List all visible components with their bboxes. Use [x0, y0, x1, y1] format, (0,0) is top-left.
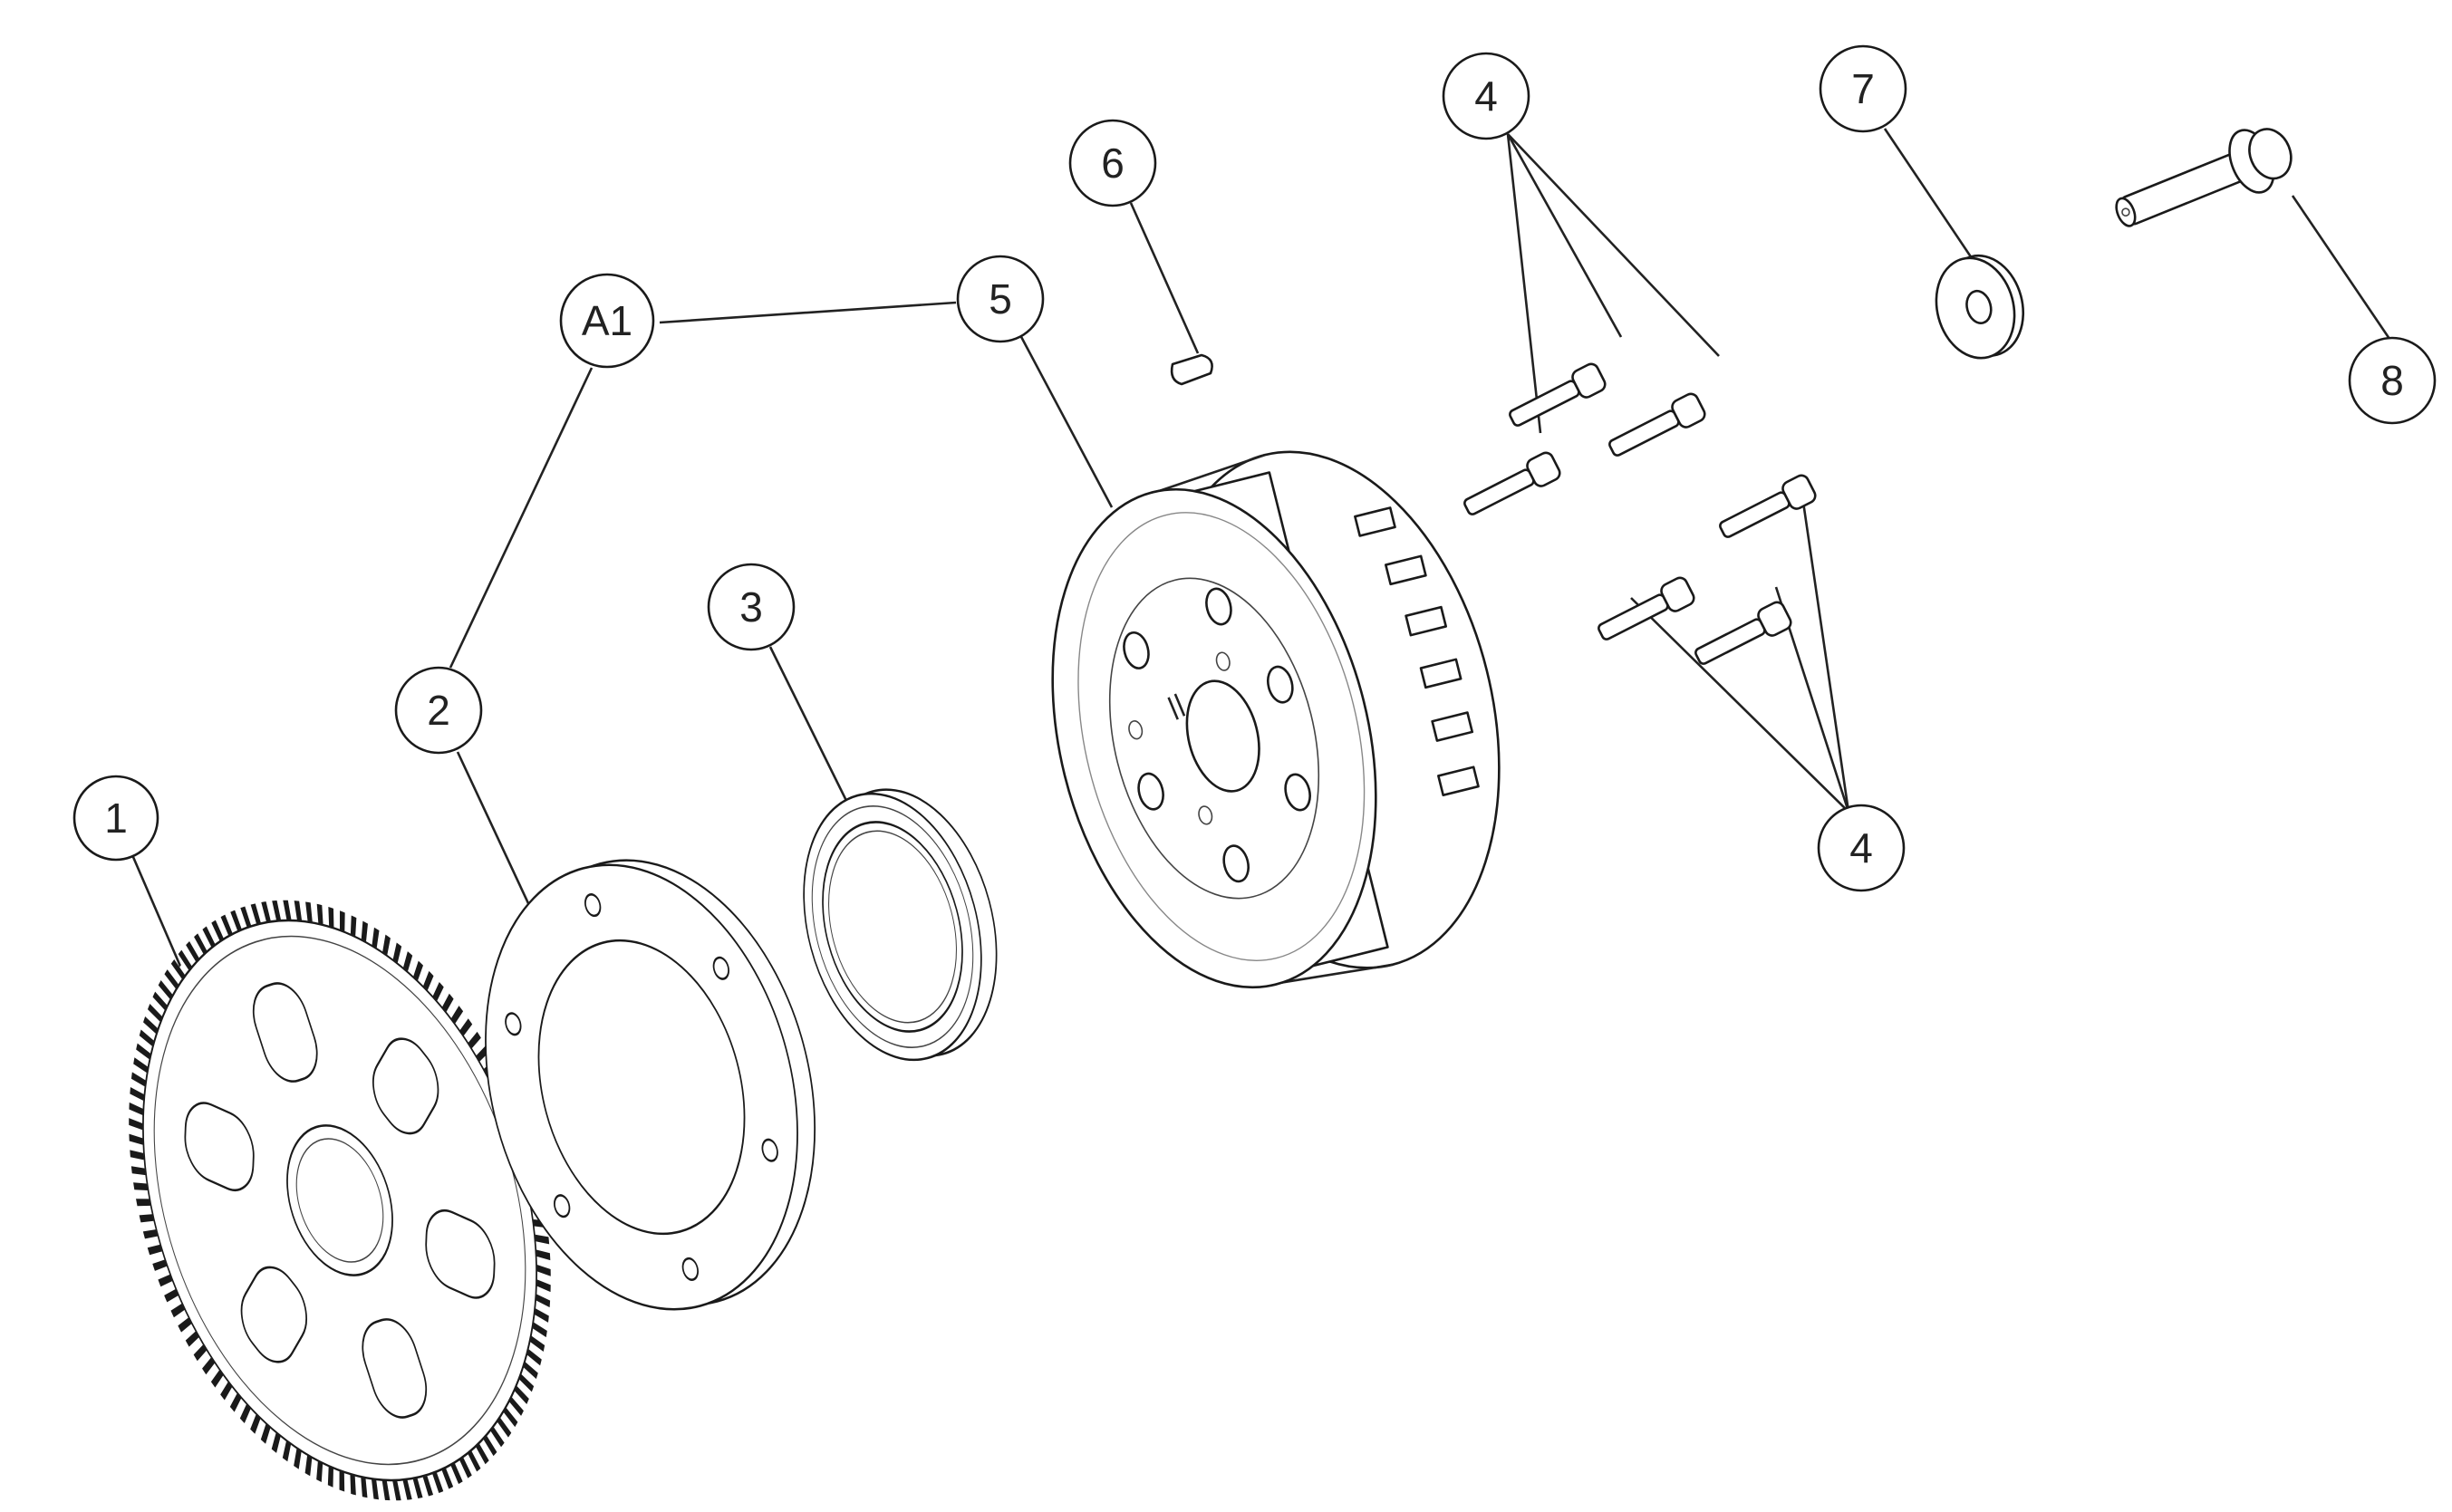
leader-a1-5 [659, 301, 957, 324]
leader-a1-2 [449, 367, 594, 669]
gear-windows [184, 982, 496, 1419]
callout-6: 6 [1068, 119, 1157, 207]
part-2-flange [485, 859, 816, 1311]
callout-2: 2 [394, 666, 483, 755]
leader-4b-1 [1801, 501, 1850, 813]
callout-4-lower: 4 [1817, 804, 1906, 892]
callout-7-label: 7 [1851, 65, 1875, 112]
callout-4-upper-label: 4 [1474, 72, 1498, 120]
part-8-pin [2115, 128, 2293, 227]
leader-6 [1129, 202, 1200, 354]
drum-key-slot [1167, 693, 1186, 720]
callout-8: 8 [2348, 336, 2437, 425]
callout-3: 3 [707, 563, 796, 651]
callout-2-label: 2 [427, 687, 450, 734]
callout-3-label: 3 [739, 583, 763, 631]
part-6-key [1170, 353, 1213, 386]
drum-hub-face [1108, 577, 1320, 900]
part-4-bolts-upper [1463, 362, 1706, 515]
callout-4-upper: 4 [1442, 52, 1530, 140]
leader-5 [1018, 332, 1114, 508]
callout-a1-label: A1 [582, 297, 632, 344]
flange-bore [537, 939, 746, 1236]
drum-center-bore [1185, 679, 1260, 793]
leader-3 [768, 646, 857, 820]
leader-7 [1883, 128, 1975, 262]
leader-4a-2 [1506, 133, 1623, 338]
part-1-gear [129, 900, 551, 1501]
drum-bolt-holes [1123, 587, 1311, 883]
part-5-drum [1051, 450, 1501, 989]
flange-bolt-holes [505, 893, 778, 1281]
leader-8 [2291, 195, 2391, 340]
callout-4-lower-label: 4 [1849, 824, 1873, 872]
part-3-seal [803, 788, 998, 1062]
callout-8-label: 8 [2380, 357, 2404, 404]
drum-splines [1354, 506, 1480, 797]
part-7-washer [1935, 254, 2025, 360]
leader-4b-3 [1630, 597, 1849, 813]
leader-4a-1 [1506, 133, 1542, 434]
callout-6-label: 6 [1101, 140, 1125, 187]
leader-4a-3 [1507, 133, 1720, 357]
leader-lines [131, 128, 2391, 1070]
callout-a1: A1 [559, 273, 655, 369]
callout-5: 5 [956, 255, 1045, 343]
callout-1-label: 1 [104, 795, 128, 842]
part-4-bolts-lower [1598, 474, 1817, 665]
callout-5-label: 5 [989, 275, 1012, 323]
gear-hub-inner [295, 1138, 384, 1263]
callout-1: 1 [72, 775, 159, 862]
callout-7: 7 [1819, 44, 1907, 133]
